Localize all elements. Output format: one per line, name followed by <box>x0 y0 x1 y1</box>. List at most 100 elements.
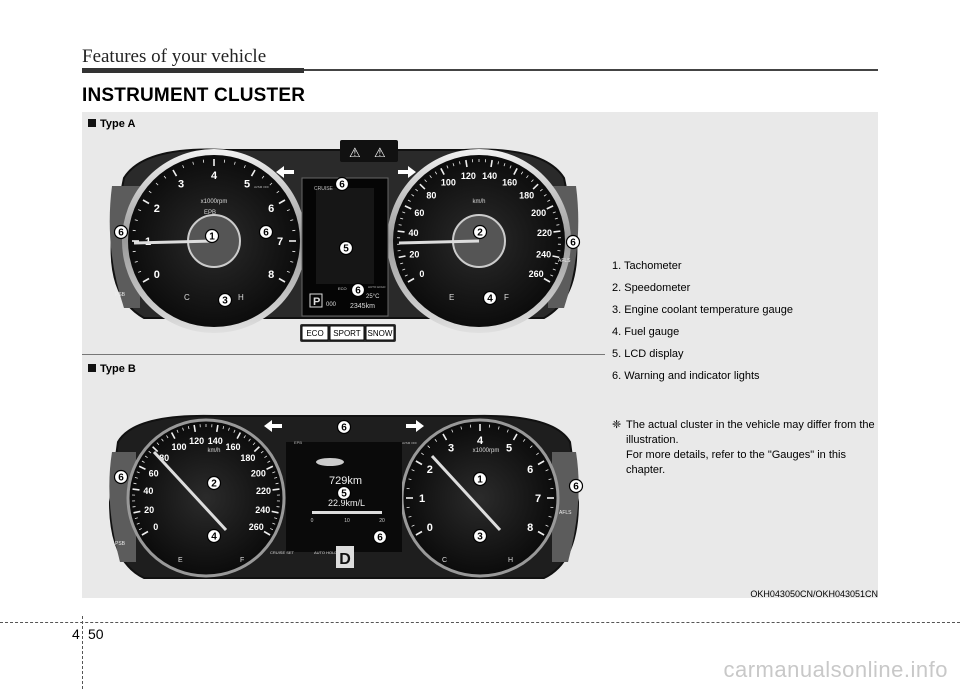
gauge-tick <box>138 270 142 273</box>
callout-marker <box>113 469 129 485</box>
gauge-tick <box>446 165 449 169</box>
gauge-number: 2 <box>427 464 433 476</box>
gauge-tick <box>166 435 169 439</box>
gauge-tick <box>272 488 280 491</box>
mode-sport-box <box>329 325 365 341</box>
speedometer-face <box>126 418 286 578</box>
gauge-tick <box>460 426 463 430</box>
eco-indicator: ECO <box>338 286 347 291</box>
gauge-number: 120 <box>461 171 476 181</box>
gauge-tick <box>452 163 455 167</box>
gauge-tick <box>503 163 506 167</box>
chapter-number: 4 <box>72 626 80 642</box>
gauge-number: 20 <box>409 249 419 259</box>
temp-hot-label: H <box>508 557 513 564</box>
gauge-tick <box>509 165 512 169</box>
gauge-number: 160 <box>225 442 240 452</box>
gauge-number: 140 <box>208 436 223 446</box>
temperature-text: 25°C <box>366 294 380 300</box>
gauge-tick <box>411 194 415 197</box>
gauge-tick <box>161 438 164 442</box>
gauge-tick <box>520 171 524 175</box>
gauge-tick <box>134 517 138 519</box>
legend-item: 5. LCD display <box>612 348 684 360</box>
callout-number: 5 <box>341 489 347 500</box>
callout-marker <box>113 224 129 240</box>
cruise-indicator: CRUISE <box>314 186 334 192</box>
gauge-tick <box>429 175 432 179</box>
gauge-number: 0 <box>427 522 433 534</box>
note-line: For more details, refer to the "Gauges" … <box>626 449 846 476</box>
callout-marker <box>206 475 222 491</box>
gauge-tick <box>408 478 412 481</box>
gauge-number: 60 <box>149 468 159 478</box>
gauge-tick <box>138 465 146 471</box>
psb-indicator: PSB <box>115 541 126 547</box>
gauge-tick <box>554 262 558 265</box>
gauge-tick <box>546 205 554 210</box>
gauge-tick <box>537 530 545 536</box>
callout-number: 6 <box>118 473 124 484</box>
gauge-tick <box>132 488 140 491</box>
scale-0: 0 <box>311 518 314 524</box>
gauge-tick <box>290 219 294 221</box>
gauge-tick <box>290 261 294 263</box>
watermark: carmanualsonline.info <box>723 657 948 682</box>
gauge-number: 20 <box>144 505 154 515</box>
gauge-number: 180 <box>519 190 534 200</box>
gauge-tick <box>276 190 280 194</box>
gauge-tick <box>529 445 533 449</box>
gauge-tick <box>133 510 141 514</box>
gauge-number: 1 <box>419 493 425 505</box>
gauge-tick <box>275 482 279 485</box>
callout-marker <box>565 234 581 250</box>
gauge-number: 140 <box>482 171 497 181</box>
gauge-tick <box>451 429 454 433</box>
gauge-tick <box>512 433 518 441</box>
mode-snow: SNOW <box>368 329 393 338</box>
gauge-tick <box>531 179 534 183</box>
callout-marker <box>206 528 222 544</box>
cruise-set-indicator: CRUISE SET <box>270 550 295 555</box>
gauge-tick <box>260 450 264 454</box>
gauge-number: 180 <box>240 453 255 463</box>
legend-item: 3. Engine coolant temperature gauge <box>612 304 794 316</box>
chapter-title: Features of your vehicle <box>82 46 267 67</box>
gauge-tick <box>267 460 271 463</box>
gauge-tick <box>552 268 556 271</box>
scale-20: 20 <box>379 518 385 524</box>
gauge-tick <box>134 477 138 479</box>
gauge-tick <box>215 424 219 432</box>
gauge-tick <box>411 524 415 527</box>
gauge-number: 4 <box>477 435 484 447</box>
gauge-tick <box>434 171 438 175</box>
tacho-unit: x1000rpm <box>473 448 500 454</box>
callout-number: 6 <box>377 533 383 544</box>
mode-eco: ECO <box>306 329 323 338</box>
gauge-tick <box>286 209 290 212</box>
gauge-tick <box>274 477 278 479</box>
gauge-tick <box>402 211 406 214</box>
tachometer-needle <box>430 454 502 532</box>
gauge-tick <box>193 424 197 432</box>
gauge-tick <box>236 432 242 440</box>
gauge-tick <box>398 255 406 259</box>
economy-bar <box>312 511 382 514</box>
gauge-tick <box>264 455 268 458</box>
gauge-tick <box>148 450 152 454</box>
temp-cold-label: C <box>184 293 190 302</box>
epb-indicator: EPB <box>204 210 216 216</box>
callout-number: 6 <box>339 180 345 191</box>
footer-divider <box>82 616 83 689</box>
right-turn-signal-icon <box>398 166 416 178</box>
gauge-tick <box>539 188 543 192</box>
gauge-tick <box>133 482 137 485</box>
gauge-tick <box>536 452 539 456</box>
callout-number: 1 <box>209 232 215 243</box>
gauge-tick <box>543 277 551 283</box>
gauge-tick <box>402 268 406 271</box>
gauge-tick <box>182 165 185 169</box>
